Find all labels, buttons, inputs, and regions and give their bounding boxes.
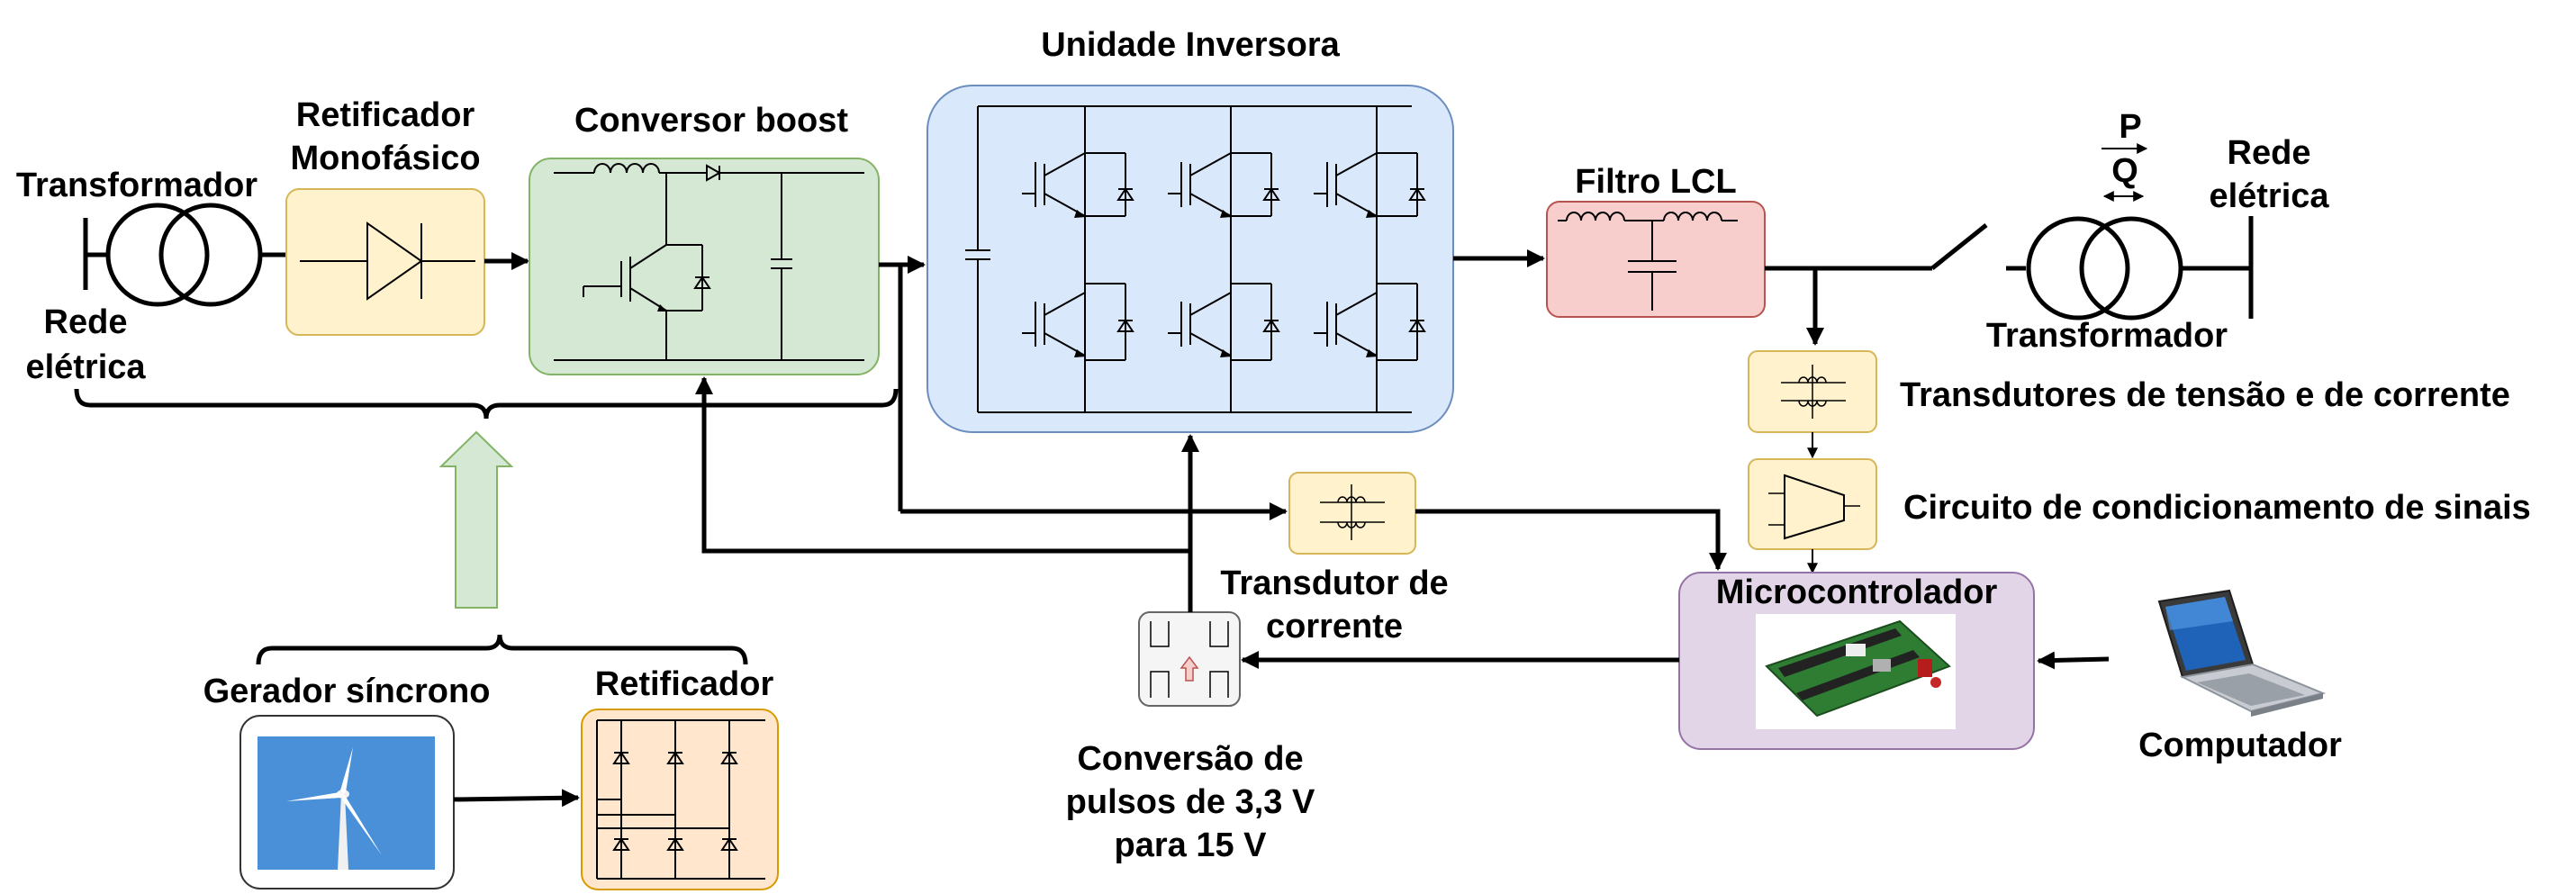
computer-block: Computador — [2138, 589, 2342, 764]
current-transducer-block: Transdutor de corrente — [1220, 472, 1449, 646]
arrow-generator-to-rectifier — [453, 789, 580, 808]
label-grid-left-2: elétrica — [25, 348, 146, 386]
label-grid-right-2: elétrica — [2209, 177, 2329, 215]
label-rectifier: Retificador — [595, 665, 774, 703]
brace-left-group — [74, 388, 899, 420]
inductor-icon — [1663, 212, 1722, 221]
microcontroller-board-icon — [1765, 619, 1951, 718]
label-transformer-left: Transformador — [16, 167, 258, 204]
level-shifter-icon — [1150, 621, 1229, 698]
label-pq-q: Q — [2111, 152, 2138, 190]
rectifier-leg-3 — [597, 720, 738, 879]
rectifier-mono-block: Retificador Monofásico — [285, 96, 485, 336]
lcl-filter-block: Filtro LCL — [1546, 163, 1766, 318]
laptop-icon — [2157, 589, 2327, 717]
inductor-icon — [1566, 212, 1625, 221]
diode-icon — [693, 275, 711, 289]
sync-generator-block: Gerador síncrono — [203, 673, 491, 889]
transformer-icon — [105, 203, 263, 307]
label-microcontroller: Microcontrolador — [1716, 573, 1998, 611]
igbt-icon — [1022, 152, 1134, 218]
green-up-arrow — [438, 430, 514, 609]
label-grid-left-1: Rede — [44, 303, 128, 341]
inductor-icon — [593, 163, 660, 174]
igbt-icon — [1314, 283, 1426, 361]
diode-icon — [666, 751, 684, 764]
label-pulse-conv-2: pulsos de 3,3 V — [1066, 783, 1315, 821]
diode-icon — [300, 221, 475, 301]
diode-icon — [666, 837, 684, 851]
boost-converter-box — [529, 158, 880, 375]
igbt-icon — [1168, 152, 1280, 218]
inverter-leg-1 — [1022, 106, 1134, 412]
wind-turbine-icon — [286, 747, 382, 870]
igbt-icon — [1022, 283, 1134, 361]
inverter-leg-2 — [1168, 106, 1280, 412]
rectifier-leg-2 — [597, 720, 684, 879]
label-inverter-unit: Unidade Inversora — [1041, 26, 1340, 64]
label-transformer-right: Transformador — [1986, 317, 2228, 355]
switch-icon — [1930, 223, 1988, 270]
arrow-computer-to-mcu — [2037, 651, 2110, 670]
amplifier-icon — [1768, 474, 1860, 540]
arrow-pulse-to-boost — [695, 376, 1190, 554]
inverter-unit-block: Unidade Inversora — [926, 26, 1454, 433]
igbt-icon — [1314, 152, 1426, 218]
label-rectifier-mono-2: Monofásico — [290, 140, 480, 177]
label-signal-conditioning: Circuito de condicionamento de sinais — [1903, 489, 2531, 527]
inverter-box — [926, 85, 1454, 433]
current-transducer-icon — [1320, 484, 1385, 540]
igbt-icon — [1168, 283, 1280, 361]
vi-transducers-block: Transdutores de tensão e de corrente — [1748, 350, 2510, 433]
label-sync-generator: Gerador síncrono — [203, 673, 491, 710]
diode-icon — [720, 837, 738, 851]
label-pulse-conv-1: Conversão de — [1077, 740, 1303, 778]
brace-bottom-group — [256, 634, 748, 665]
label-pulse-conv-3: para 15 V — [1115, 826, 1268, 864]
current-transducer-box — [1288, 472, 1416, 555]
microcontroller-block: Microcontrolador — [1678, 572, 2035, 750]
pulse-converter-block: Conversão de pulsos de 3,3 V para 15 V — [1066, 611, 1315, 864]
igbt-icon — [583, 244, 667, 312]
current-transducer-icon — [1781, 365, 1846, 419]
label-rectifier-mono-1: Retificador — [296, 96, 475, 134]
diode-icon — [720, 751, 738, 764]
signal-conditioning-box — [1748, 458, 1877, 550]
label-vi-transducers: Transdutores de tensão e de corrente — [1900, 376, 2510, 414]
label-current-transducer-1: Transdutor de — [1220, 564, 1448, 602]
transformer-icon — [2026, 216, 2183, 321]
label-current-transducer-2: corrente — [1266, 608, 1403, 646]
signal-conditioning-block: Circuito de condicionamento de sinais — [1748, 458, 2531, 550]
diode-icon — [612, 751, 630, 764]
diode-icon — [612, 837, 630, 851]
label-boost-converter: Conversor boost — [574, 102, 848, 140]
rectifier-leg-1 — [597, 720, 630, 879]
rectifier-block: Retificador — [581, 665, 779, 890]
boost-converter-block: Conversor boost — [529, 102, 880, 375]
label-computer: Computador — [2138, 727, 2342, 764]
label-grid-right-1: Rede — [2228, 134, 2311, 172]
arrow-transducer-to-mcu — [1415, 509, 1727, 571]
label-pq-p: P — [2119, 108, 2141, 146]
lcl-filter-box — [1546, 201, 1766, 318]
right-transformer-grid: P Q Rede elétrica Transformador — [1986, 108, 2329, 355]
inverter-leg-3 — [1314, 106, 1426, 412]
label-lcl-filter: Filtro LCL — [1575, 163, 1736, 201]
left-grid-transformer: Transformador Rede elétrica — [16, 167, 286, 386]
